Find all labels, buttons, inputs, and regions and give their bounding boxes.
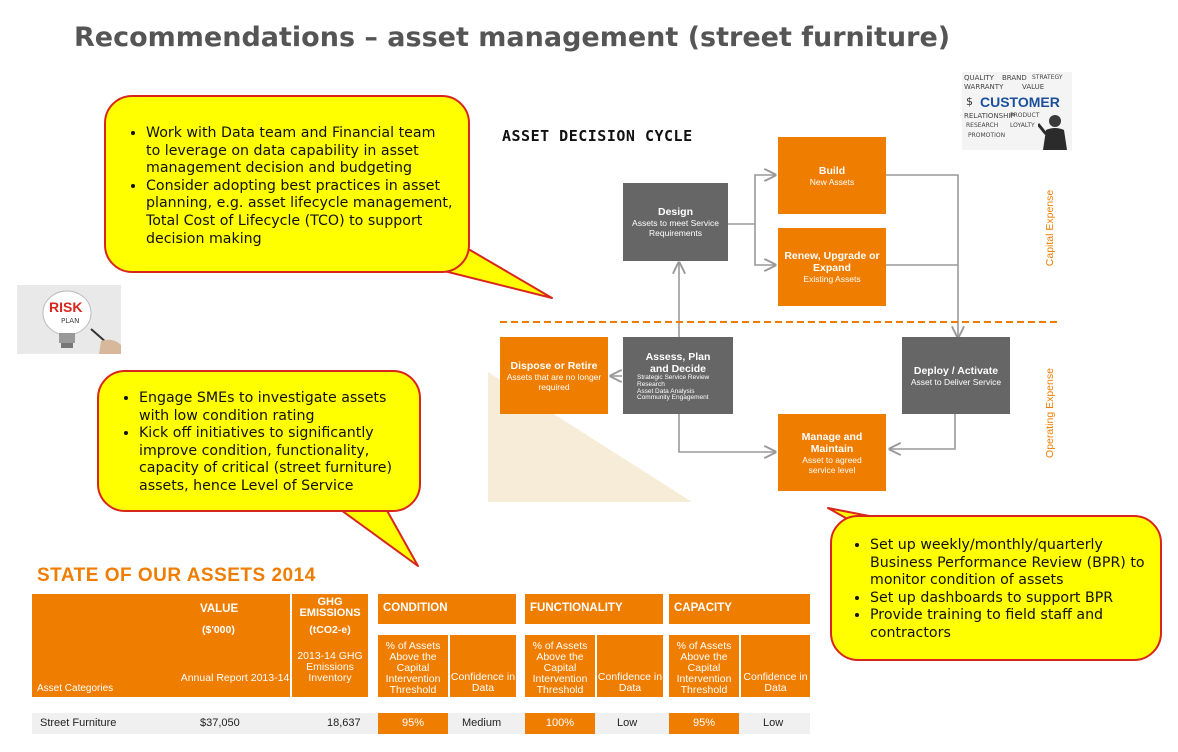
node-bullet: Asset Data Analysis: [637, 387, 695, 395]
confidence-label: Confidence in Data: [743, 671, 808, 694]
callout-item: Set up dashboards to support BPR: [870, 590, 1150, 608]
functionality-heading: FUNCTIONALITY: [530, 602, 623, 614]
node-manage: Manage and Maintain Asset to agreed serv…: [778, 414, 886, 491]
value-heading: VALUE: [200, 603, 239, 615]
header-capacity: CAPACITY: [669, 594, 810, 624]
page-title: Recommendations – asset management (stre…: [74, 22, 951, 53]
header-categories-cell: VALUE ($'000) Annual Report 2013-14 Asse…: [32, 594, 290, 697]
condition-heading: CONDITION: [383, 602, 448, 614]
confidence-label: Confidence in Data: [450, 671, 516, 694]
node-assess: Assess, Plan and Decide Strategic Servic…: [623, 337, 733, 414]
node-dispose: Dispose or Retire Assets that are no lon…: [500, 337, 608, 414]
plan-word: PLAN: [61, 317, 80, 325]
callout-item: Consider adopting best practices in asse…: [146, 178, 454, 248]
node-heading: Deploy / Activate: [913, 364, 999, 377]
node-bullet: Research: [637, 380, 665, 388]
callout-data-financial: Work with Data team and Financial team t…: [104, 95, 470, 273]
capacity-conf-header: Confidence in Data: [741, 635, 810, 697]
functionality-conf-header: Confidence in Data: [597, 635, 663, 697]
wordcloud-word: RELATIONSHIP: [964, 112, 1015, 120]
pct-label: % of Assets Above the Capital Interventi…: [532, 640, 588, 696]
asset-categories-label: Asset Categories: [37, 683, 114, 694]
risk-lightbulb-image: RISK PLAN: [17, 285, 121, 354]
callout-item: Set up weekly/monthly/quarterly Business…: [870, 537, 1150, 590]
wordcloud-word: PROMOTION: [968, 132, 1006, 139]
node-heading: Dispose or Retire: [510, 359, 598, 372]
node-heading: Design: [657, 206, 693, 218]
cell-capacity-conf: Low: [763, 717, 784, 729]
ghg-unit: (tCO2-e): [309, 624, 351, 636]
node-sub: Asset to agreed service level: [802, 454, 862, 475]
wordcloud-word: LOYALTY: [1010, 122, 1035, 129]
confidence-label: Confidence in Data: [597, 671, 663, 694]
customer-word: CUSTOMER: [980, 94, 1060, 110]
callout-item: Provide training to field staff and cont…: [870, 607, 1150, 642]
operating-expense-label: Operating Expense: [1044, 368, 1056, 458]
person-icon: [1038, 115, 1067, 150]
node-heading: Build: [818, 164, 846, 177]
hand-pen-icon: [90, 328, 121, 354]
callout-list: Set up weekly/monthly/quarterly Business…: [848, 537, 1150, 643]
wordcloud-word: WARRANTY: [964, 83, 1004, 91]
ghg-sub: 2013-14 GHG Emissions Inventory: [297, 650, 363, 684]
cell-value: $37,050: [200, 717, 240, 729]
ghg-heading: GHG EMISSIONS: [299, 596, 361, 619]
node-sub: New Assets: [809, 176, 855, 187]
cell-capacity-pct: 95%: [669, 713, 739, 734]
header-ghg-cell: GHG EMISSIONS (tCO2-e) 2013-14 GHG Emiss…: [292, 594, 368, 697]
callout-bpr: Set up weekly/monthly/quarterly Business…: [830, 515, 1162, 661]
header-functionality: FUNCTIONALITY: [525, 594, 663, 624]
lightbulb-icon: [42, 290, 92, 348]
node-sub: Asset to Deliver Service: [910, 376, 1002, 387]
capacity-heading: CAPACITY: [674, 602, 732, 614]
wordcloud-word: PRODUCT: [1010, 112, 1040, 119]
node-deploy: Deploy / Activate Asset to Deliver Servi…: [902, 337, 1010, 414]
callout-item: Kick off initiatives to significantly im…: [139, 425, 409, 495]
wordcloud-word: QUALITY: [964, 74, 994, 82]
node-sub: Assets to meet Service Requirements: [632, 218, 719, 238]
value-unit: ($'000): [202, 624, 235, 636]
cell-condition-pct: 95%: [378, 713, 448, 734]
callout-smes: Engage SMEs to investigate assets with l…: [97, 370, 421, 512]
customer-wordcloud-image: CUSTOMER QUALITY BRAND WARRANTY VALUE ST…: [962, 72, 1072, 150]
condition-pct-header: % of Assets Above the Capital Interventi…: [378, 635, 448, 697]
node-sub: Existing Assets: [803, 274, 861, 284]
cell-category: Street Furniture: [40, 717, 117, 729]
node-bullet: Strategic Service Review: [637, 374, 710, 381]
node-heading: Manage and Maintain: [801, 430, 863, 455]
functionality-pct-header: % of Assets Above the Capital Interventi…: [525, 635, 595, 697]
state-title: STATE OF OUR ASSETS 2014: [37, 565, 316, 586]
pct-label: % of Assets Above the Capital Interventi…: [385, 640, 441, 696]
risk-word: RISK: [49, 299, 83, 315]
cycle-title: ASSET DECISION CYCLE: [502, 127, 693, 145]
capital-expense-label: Capital Expense: [1044, 189, 1056, 267]
header-condition: CONDITION: [378, 594, 516, 624]
wordcloud-word: BRAND: [1002, 74, 1027, 82]
callout-list: Engage SMEs to investigate assets with l…: [117, 390, 409, 496]
cell-ghg: 18,637: [327, 717, 361, 729]
node-renew: Renew, Upgrade or Expand Existing Assets: [778, 228, 886, 306]
cell-condition-conf: Medium: [462, 717, 502, 729]
callout-list: Work with Data team and Financial team t…: [124, 125, 454, 248]
node-bullet: Community Engagement: [637, 394, 709, 402]
node-sub: Assets that are no longer required: [506, 371, 602, 392]
cell-functionality-pct: 100%: [525, 713, 595, 734]
capacity-pct-header: % of Assets Above the Capital Interventi…: [669, 635, 739, 697]
node-bullets: Strategic Service Review Research Asset …: [637, 374, 710, 402]
wordcloud-word: RESEARCH: [966, 122, 999, 129]
node-heading: Renew, Upgrade or Expand: [784, 250, 880, 274]
cell-functionality-conf: Low: [617, 717, 638, 729]
condition-conf-header: Confidence in Data: [450, 635, 516, 697]
wordcloud-word: STRATEGY: [1032, 74, 1063, 81]
callout-item: Work with Data team and Financial team t…: [146, 125, 454, 178]
value-sub: Annual Report 2013-14: [180, 672, 290, 684]
node-design: Design Assets to meet Service Requiremen…: [623, 183, 728, 261]
node-build: Build New Assets: [778, 137, 886, 214]
callout-item: Engage SMEs to investigate assets with l…: [139, 390, 409, 425]
node-heading: Assess, Plan and Decide: [645, 351, 711, 375]
pct-label: % of Assets Above the Capital Interventi…: [676, 640, 732, 696]
wordcloud-word: VALUE: [1022, 83, 1045, 91]
wordcloud-word: $: [966, 95, 973, 108]
